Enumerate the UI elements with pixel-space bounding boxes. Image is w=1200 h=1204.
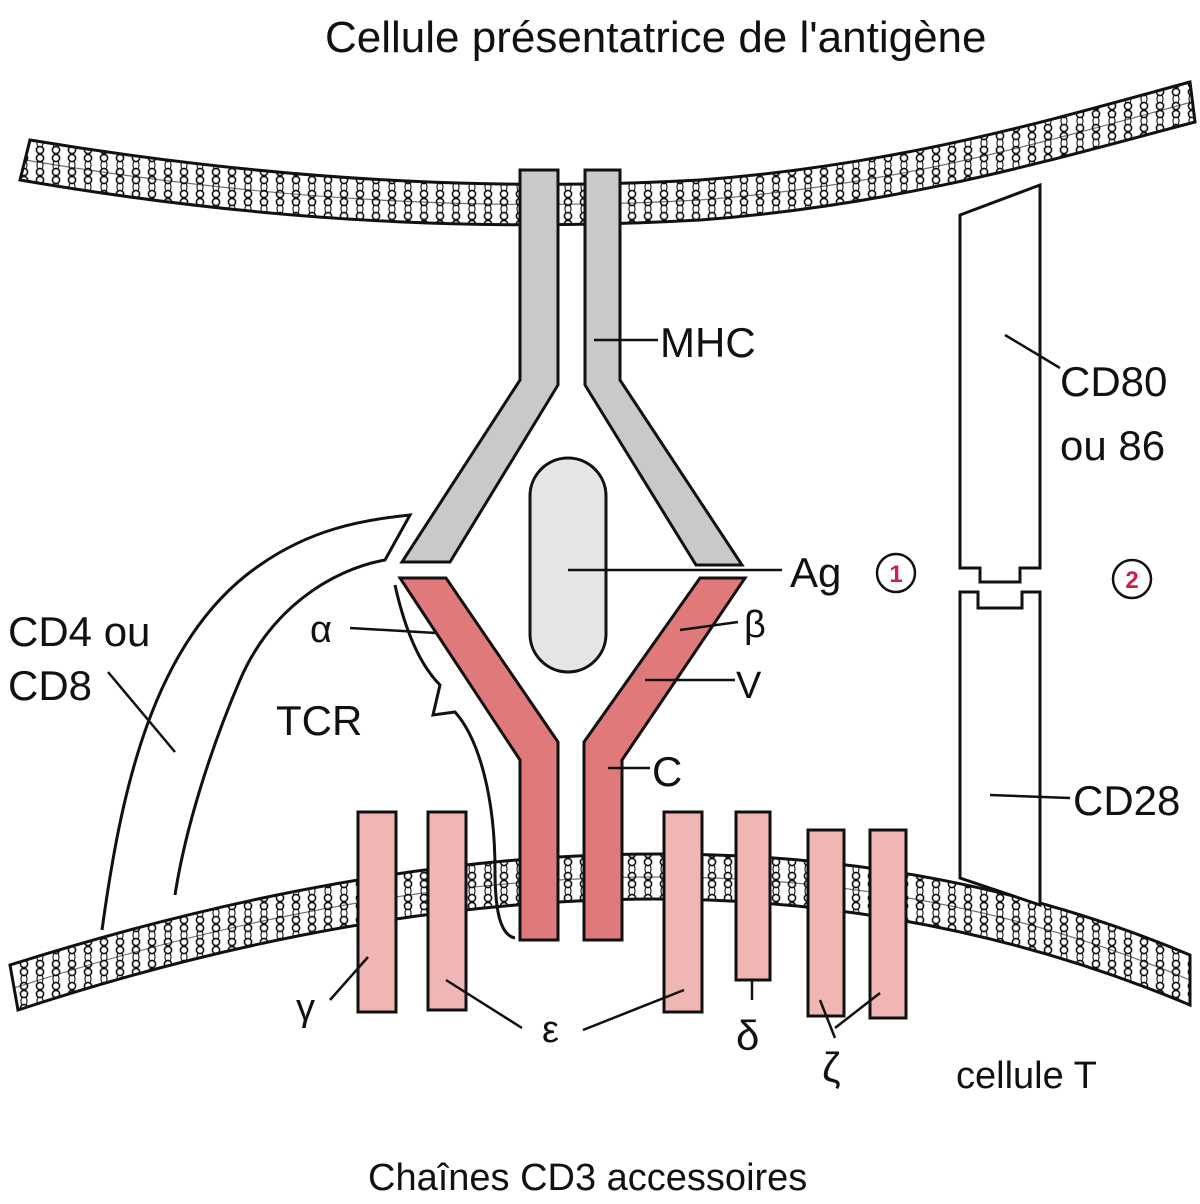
label-zeta: ζ [822,1044,841,1091]
label-alpha: α [310,609,332,651]
cd4-cd8-coreceptor [100,513,413,931]
marker-2: 2 [1111,558,1153,600]
marker-1: 1 [875,552,917,594]
apc-membrane-band [18,80,1197,227]
marker-2-number: 2 [1125,567,1138,594]
label-beta: β [744,604,766,646]
leader-epsilon-left [445,978,523,1030]
mhc-left-chain [399,168,560,564]
zeta-chain-right [868,828,908,1020]
label-cd28: CD28 [1073,777,1180,824]
label-ag: Ag [790,549,841,596]
leader-cd80 [1004,333,1061,370]
costimulatory-pair [958,182,1042,908]
label-cd80-line1: CD80 [1060,358,1167,405]
mhc-molecule [399,168,745,567]
label-epsilon: ε [542,1009,559,1051]
label-mhc: MHC [660,319,756,366]
label-tcr: TCR [276,697,362,744]
mhc-right-chain [583,168,745,567]
label-cellule-t: cellule T [956,1055,1097,1097]
label-cd4-line1: CD4 ou [8,608,150,655]
tcr-alpha-chain [397,576,560,942]
cd3-gamma-chain [356,810,398,1014]
leader-cd4 [107,671,176,753]
label-v: V [736,665,762,707]
leader-zeta-right [834,992,881,1029]
antigen-peptide [528,456,608,674]
label-delta: δ [736,1012,759,1059]
apc-membrane-midline [24,101,1193,206]
cd3-epsilon-chain-left [426,810,468,1012]
title-top: Cellule présentatrice de l'antigène [325,13,986,62]
tcr-bracket [393,584,516,940]
tcr-beta-chain [582,576,748,942]
label-gamma: γ [296,987,315,1029]
zeta-chain-left [806,828,846,1018]
cd3-chains [356,810,908,1020]
cd3-delta-chain [734,810,772,982]
leader-lines [107,333,1071,1039]
apc-membrane [18,80,1197,227]
cd80-86-molecule [958,182,1042,584]
label-c: C [652,748,682,795]
cd3-epsilon-chain-right [662,810,704,1014]
label-cd4-line2: CD8 [8,662,92,709]
leader-gamma [329,956,369,1001]
leader-cd28 [989,793,1071,800]
label-cd80-line2: ou 86 [1060,422,1165,469]
marker-1-number: 1 [889,561,902,588]
title-bottom: Chaînes CD3 accessoires [368,1157,807,1199]
leader-beta [679,620,739,632]
leader-zeta-left [818,999,837,1039]
tcr-molecule [397,576,748,942]
leader-alpha [349,626,437,635]
cd28-molecule [958,590,1042,908]
leader-epsilon-right [582,988,685,1032]
